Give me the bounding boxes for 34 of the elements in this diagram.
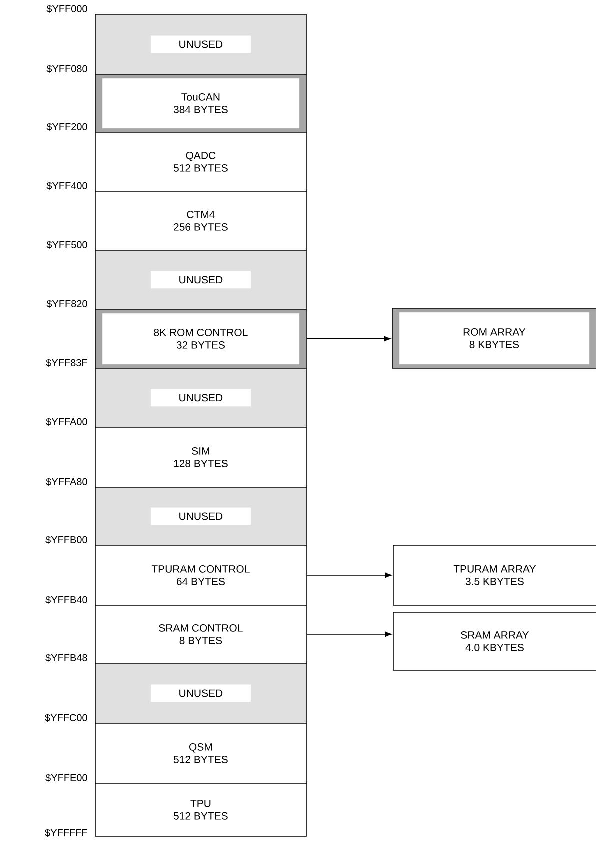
address-label: $YFF200 [46,122,88,132]
address-label: $YFF400 [46,182,88,190]
memory-block: TPURAM CONTROL 64 BYTES [95,545,307,606]
address-label: $YFF83F [46,358,88,368]
memory-block: 8K ROM CONTROL 32 BYTES [95,309,307,369]
address-label: $YFF080 [46,64,88,74]
address-label: $YFFB00 [46,536,88,544]
memory-block: SIM 128 BYTES [95,427,307,488]
arrow [306,572,392,578]
unused-block: UNUSED [95,368,307,428]
memory-block: SRAM ARRAY 4.0 KBYTES [393,612,596,671]
address-label: $YFFC00 [45,714,88,722]
arrow [306,632,392,638]
memory-block: QADC 512 BYTES [95,132,307,192]
memory-block: TPU 512 BYTES [95,783,307,837]
address-label: $YFF500 [46,240,88,250]
address-label: $YFFE00 [46,774,88,782]
memory-block: SRAM CONTROL 8 BYTES [95,605,307,664]
address-label: $YFF820 [46,300,88,308]
address-label: $YFFA80 [46,478,88,486]
memory-block: TouCAN 384 BYTES [95,74,307,133]
address-label: $YFF000 [46,4,88,14]
unused-block: UNUSED [95,487,307,546]
memory-block: TPURAM ARRAY 3.5 KBYTES [393,545,596,606]
unused-block: UNUSED [95,14,307,75]
arrow [306,336,391,342]
unused-block: UNUSED [95,250,307,310]
address-label: $YFFA00 [46,418,88,426]
unused-block: UNUSED [95,663,307,724]
address-label: $YFFB40 [46,596,88,604]
memory-block: ROM ARRAY 8 KBYTES [392,308,596,369]
memory-block: CTM4 256 BYTES [95,191,307,251]
memory-block: QSM 512 BYTES [95,723,307,784]
address-label: $YFFB48 [46,654,88,662]
